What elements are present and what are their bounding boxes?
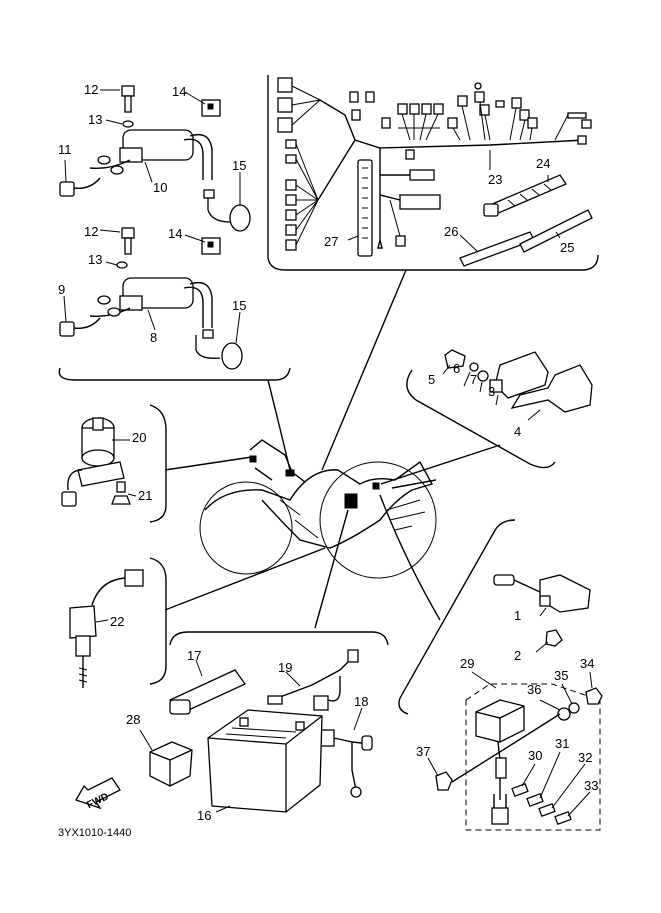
callout-10: 10 (153, 180, 167, 195)
callout-3: 3 (488, 384, 495, 399)
forward-arrow (75, 777, 121, 810)
callout-2: 2 (514, 648, 521, 663)
callout-13-upper: 13 (88, 112, 102, 127)
callout-24: 24 (536, 156, 550, 171)
callout-37: 37 (416, 744, 430, 759)
callout-labels: 1 2 3 4 5 6 7 8 9 10 11 12 13 14 15 12 1… (58, 82, 598, 823)
callout-13-lower: 13 (88, 252, 102, 267)
callout-15-upper: 15 (232, 158, 246, 173)
callout-12-upper: 12 (84, 82, 98, 97)
callout-21: 21 (138, 488, 152, 503)
callout-31: 31 (555, 736, 569, 751)
diagram-code: 3YX1010-1440 (58, 827, 131, 839)
callout-27: 27 (324, 234, 338, 249)
callout-8: 8 (150, 330, 157, 345)
callout-22: 22 (110, 614, 124, 629)
motorcycle-outline (199, 439, 437, 579)
callout-33: 33 (584, 778, 598, 793)
callout-18: 18 (354, 694, 368, 709)
callout-14-lower: 14 (168, 226, 182, 241)
callout-9: 9 (58, 282, 65, 297)
callout-12-lower: 12 (84, 224, 98, 239)
callout-32: 32 (578, 750, 592, 765)
callout-4: 4 (514, 424, 521, 439)
callout-15-lower: 15 (232, 298, 246, 313)
pointer-lines (164, 269, 501, 629)
callout-1: 1 (514, 608, 521, 623)
callout-35: 35 (554, 668, 568, 683)
callout-20: 20 (132, 430, 146, 445)
callout-23: 23 (488, 172, 502, 187)
callout-28: 28 (126, 712, 140, 727)
sensor-group (69, 557, 167, 688)
callout-5: 5 (428, 372, 435, 387)
callout-16: 16 (197, 808, 211, 823)
callout-7: 7 (470, 372, 477, 387)
relay-group (406, 349, 593, 469)
callout-19: 19 (278, 660, 292, 675)
battery-group (139, 631, 389, 813)
callout-6: 6 (453, 361, 460, 376)
callout-34: 34 (580, 656, 594, 671)
main-switch-group (61, 404, 167, 523)
callout-36: 36 (527, 682, 541, 697)
callout-11: 11 (58, 142, 72, 157)
callout-26: 26 (444, 224, 458, 239)
callout-17: 17 (187, 648, 201, 663)
wire-harness-group (267, 75, 599, 271)
callout-30: 30 (528, 748, 542, 763)
callout-25: 25 (560, 240, 574, 255)
switch-and-fuse-group (398, 519, 603, 831)
ignition-coil-group (58, 85, 291, 381)
callout-29: 29 (460, 656, 474, 671)
callout-14-upper: 14 (172, 84, 186, 99)
